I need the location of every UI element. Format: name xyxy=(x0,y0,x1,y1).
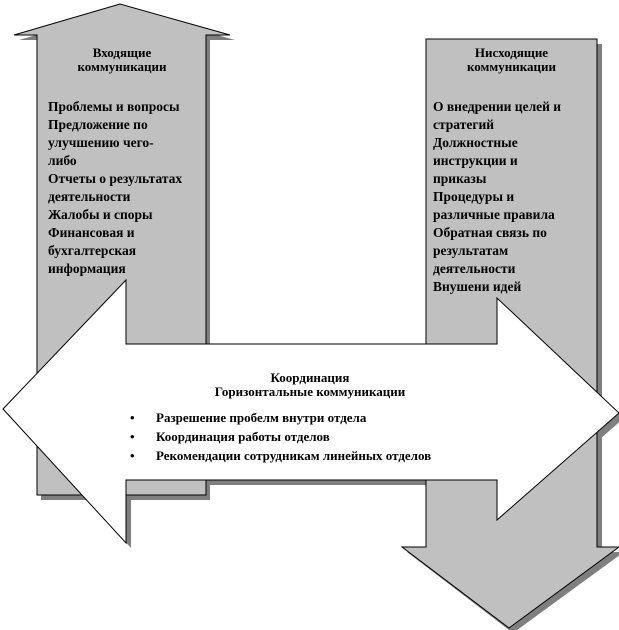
list-item: Финансовая и xyxy=(48,225,135,240)
list-item: Координация работы отделов xyxy=(130,427,431,446)
horizontal-title: Координация Горизонтальные коммуникации xyxy=(214,370,406,399)
list-item: О внедрении целей и xyxy=(433,99,562,114)
list-item: Жалобы и споры xyxy=(48,207,153,222)
list-item: Должностные xyxy=(433,135,518,150)
list-item: деятельности xyxy=(48,189,131,204)
list-item: информация xyxy=(48,261,126,276)
list-item: результатам xyxy=(433,243,509,258)
list-item: деятельности xyxy=(433,261,516,276)
list-item: Отчеты о результатах xyxy=(48,171,183,186)
list-item: Рекомендации сотрудникам линейных отдело… xyxy=(130,446,431,465)
list-item: Обратная связь по xyxy=(433,225,547,240)
list-item: Предложение по xyxy=(48,117,148,132)
list-item: инструкции и xyxy=(433,153,518,168)
incoming-items: Проблемы и вопросы Предложение по улучше… xyxy=(48,98,182,278)
list-item: стратегий xyxy=(433,117,495,132)
outgoing-items: О внедрении целей и стратегий Должностны… xyxy=(433,98,561,296)
list-item: улучшению чего- xyxy=(48,135,154,150)
horizontal-bullets: Разрешение пробелм внутри отдела Координ… xyxy=(130,408,431,465)
list-item: Внушени идей xyxy=(433,279,522,294)
list-item: Процедуры и xyxy=(433,189,515,204)
list-item: Разрешение пробелм внутри отдела xyxy=(130,408,431,427)
list-item: различные правила xyxy=(433,207,555,222)
list-item: приказы xyxy=(433,171,487,186)
incoming-title: Входящие коммуникации xyxy=(77,45,167,74)
list-item: Проблемы и вопросы xyxy=(48,99,180,114)
list-item: либо xyxy=(48,153,77,168)
list-item: бухгалтерская xyxy=(48,243,137,258)
outgoing-title: Нисходящие коммуникации xyxy=(466,45,557,74)
